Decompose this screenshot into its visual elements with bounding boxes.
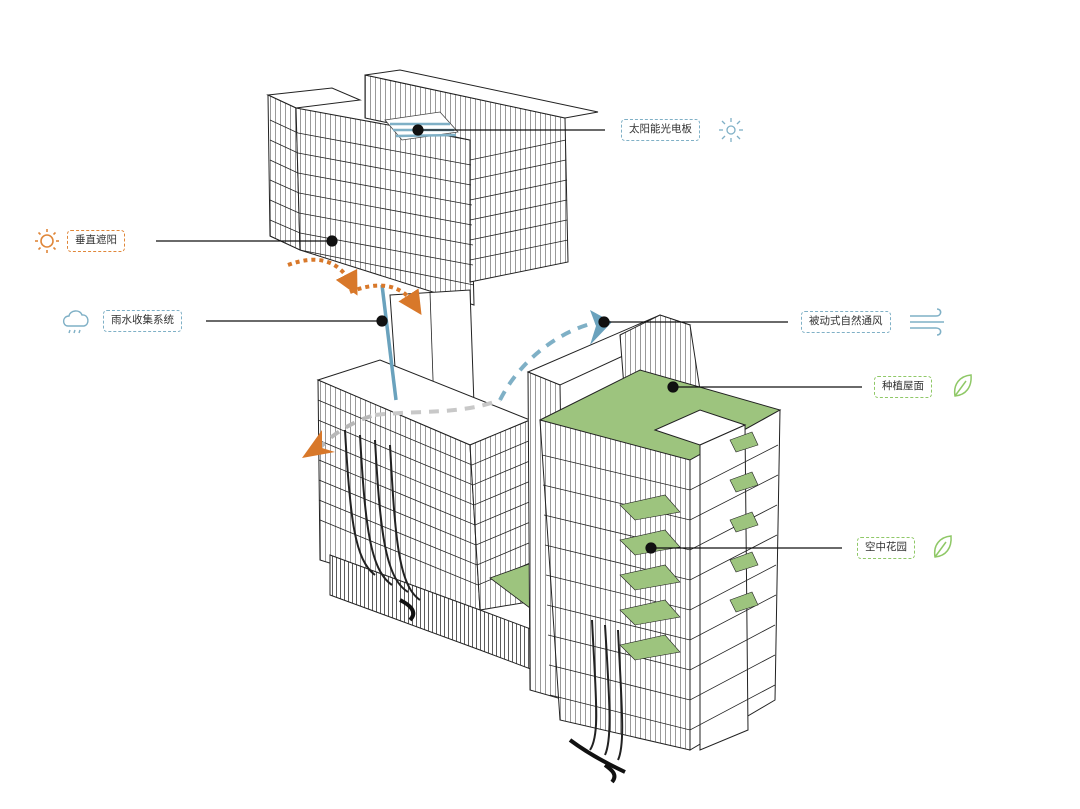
- green-roof-label: 种植屋面: [874, 376, 932, 398]
- callout-lines: [156, 124, 862, 554]
- ventilation-flow: [302, 310, 612, 458]
- callout-dot-rain: [376, 315, 388, 327]
- sky-garden-graphic: [619, 431, 759, 661]
- shading-arrows: [287, 257, 422, 316]
- callout-dot-green-roof: [667, 381, 679, 393]
- lower-left-block: [316, 359, 581, 681]
- callout-dot-solar: [412, 124, 424, 136]
- solar-panel-label: 太阳能光电板: [621, 119, 700, 141]
- upper-building-block: [266, 69, 599, 411]
- rainwater-pipe: [380, 284, 398, 401]
- lower-right-tower: [526, 314, 782, 784]
- vertical-shading-label: 垂直遮阳: [67, 230, 125, 252]
- wind-icon: [910, 308, 944, 336]
- leaf-icon: [933, 535, 952, 558]
- rain-cloud-icon: [62, 310, 89, 334]
- leaf-icon: [953, 374, 972, 397]
- callout-dot-ventilation: [598, 316, 610, 328]
- wind-outflow-arrowhead: [590, 310, 612, 345]
- callout-dot-sky-garden: [645, 542, 657, 554]
- callout-dot-shading: [326, 235, 338, 247]
- sun-outline-icon: [719, 118, 743, 142]
- sun-icon: [35, 229, 59, 253]
- sky-garden-label: 空中花园: [857, 537, 915, 559]
- natural-ventilation-label: 被动式自然通风: [801, 311, 891, 333]
- wind-inflow-arrowhead: [302, 430, 335, 458]
- rainwater-label: 雨水收集系统: [103, 310, 182, 332]
